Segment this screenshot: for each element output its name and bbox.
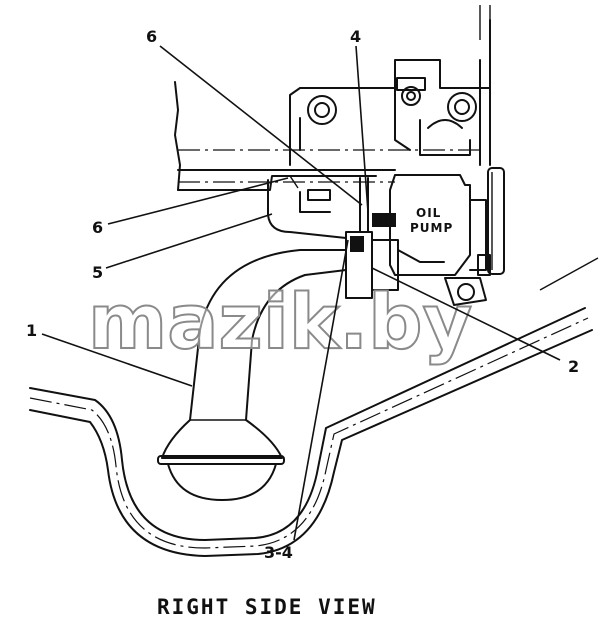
pump-flange (345, 231, 445, 299)
engine-block (174, 5, 491, 191)
bolt-boss-left (307, 95, 337, 125)
view-caption: RIGHT SIDE VIEW (157, 595, 377, 619)
callout-5: 5 (92, 263, 103, 282)
callout-6-top: 6 (146, 27, 157, 46)
strainer-bell (157, 419, 285, 501)
callout-1: 1 (26, 321, 37, 340)
callout-4: 4 (350, 27, 361, 46)
bolt-head-top (396, 77, 426, 106)
leader-lines (41, 45, 561, 541)
callout-2: 2 (568, 357, 579, 376)
callout-3-4: 3-4 (264, 543, 293, 562)
bolt-boss-right (447, 92, 477, 122)
watermark-text: mazik.by (88, 277, 472, 366)
oil-label: OIL (416, 206, 441, 220)
pump-label: PUMP (410, 221, 453, 235)
oil-pan (29, 257, 599, 557)
oil-pump-body (389, 167, 505, 306)
support-bracket (267, 175, 347, 239)
suction-tube (189, 249, 347, 421)
callout-6-lower: 6 (92, 218, 103, 237)
